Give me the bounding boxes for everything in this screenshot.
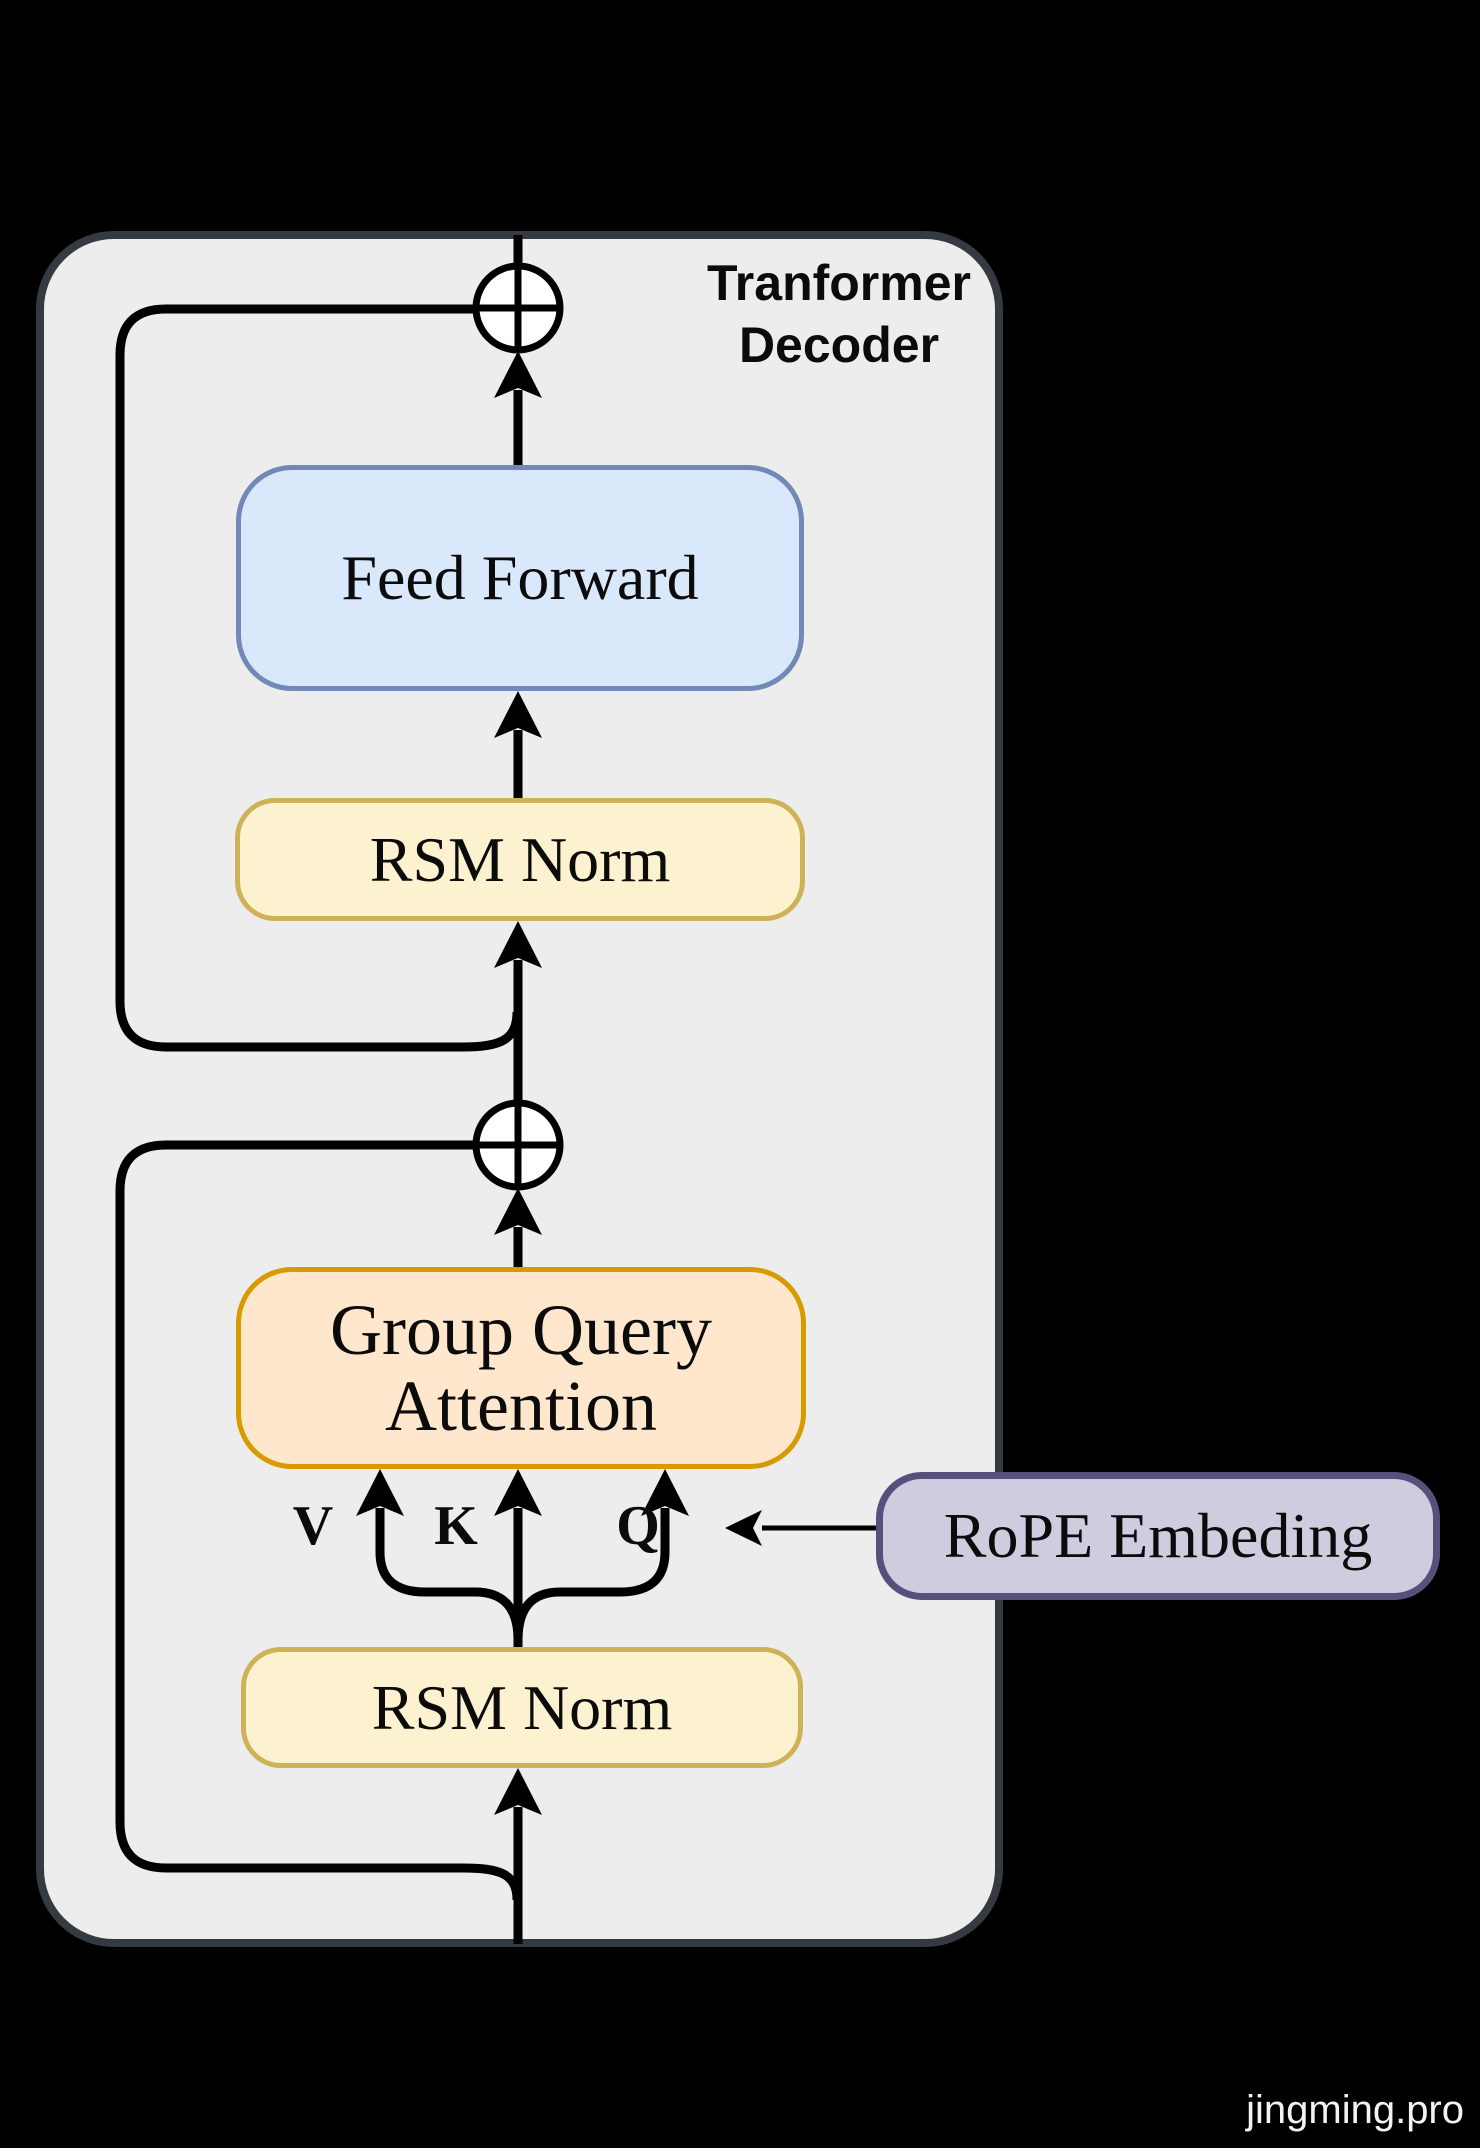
rope-embedding-label: RoPE Embeding [943, 1500, 1373, 1571]
gqa-label-line1: Group Query [330, 1290, 712, 1370]
panel-title: Tranformer Decoder [639, 252, 1039, 376]
key-input-label: K [434, 1495, 478, 1557]
query-input-label: Q [616, 1495, 660, 1557]
panel-title-line2: Decoder [738, 317, 940, 373]
watermark: jingming.pro [1246, 2088, 1464, 2132]
value-input-label: V [292, 1495, 334, 1557]
group-query-attention-block: Group Query Attention [236, 1267, 806, 1469]
rsm-norm-bottom-label: RSM Norm [371, 1671, 673, 1743]
rsm-norm-bottom-block: RSM Norm [241, 1647, 803, 1768]
gqa-label-line2: Attention [385, 1366, 657, 1446]
rope-embedding-block: RoPE Embeding [876, 1472, 1440, 1600]
rsm-norm-top-block: RSM Norm [235, 798, 805, 921]
feed-forward-label: Feed Forward [341, 542, 699, 613]
panel-title-line1: Tranformer [707, 255, 971, 311]
rsm-norm-top-label: RSM Norm [369, 823, 671, 895]
feed-forward-block: Feed Forward [236, 465, 804, 691]
